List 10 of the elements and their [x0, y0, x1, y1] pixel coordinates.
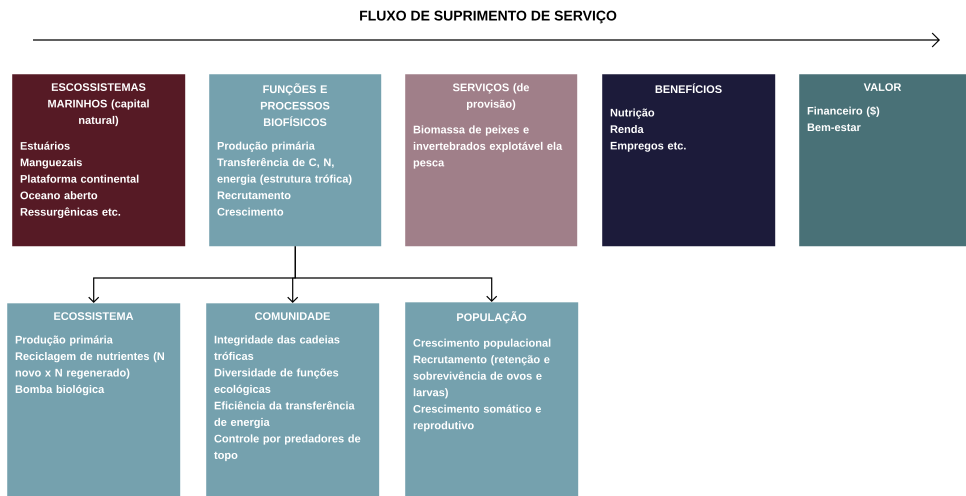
- arrow: [294, 246, 498, 302]
- process-box: FUNÇÕES E PROCESSOS BIOFÍSICOS Produção primária Transferência de C, N, energia (estrutura trófica) Recrutamento Crescimento: [209, 74, 382, 246]
- process-box: COMUNIDADE Integridade das cadeias tróficas Diversidade de funções ecológicas Eficiência da transferência de energia Controle por predadores de topo: [206, 303, 380, 496]
- process-box: POPULAÇÃO Crescimento populacional Recrutamento (retenção e sobrevivência de ovos e larvas) Crescimento somático e reprodutivo: [405, 302, 578, 496]
- process-box: ECOSSISTEMA Produção primária Reciclagem de nutrientes (N novo x N regenerado) Bomba biológica: [7, 303, 180, 496]
- process-box: SERVIÇOS (de provisão) Biomassa de peixes e invertebrados explotável ela pesca: [405, 74, 578, 246]
- process-box: BENEFÍCIOS Nutrição Renda Empregos etc.: [602, 74, 776, 246]
- process-box: VALOR Financeiro ($) Bem-estar: [799, 74, 966, 246]
- title: FLUXO DE SUPRIMENTO DE SERVIÇO: [360, 10, 616, 24]
- process-box: ESCOSSISTEMAS MARINHOS (capital natural) Estuários Manguezais Plataforma continental Oceano aberto Ressurgênicas etc.: [12, 74, 186, 246]
